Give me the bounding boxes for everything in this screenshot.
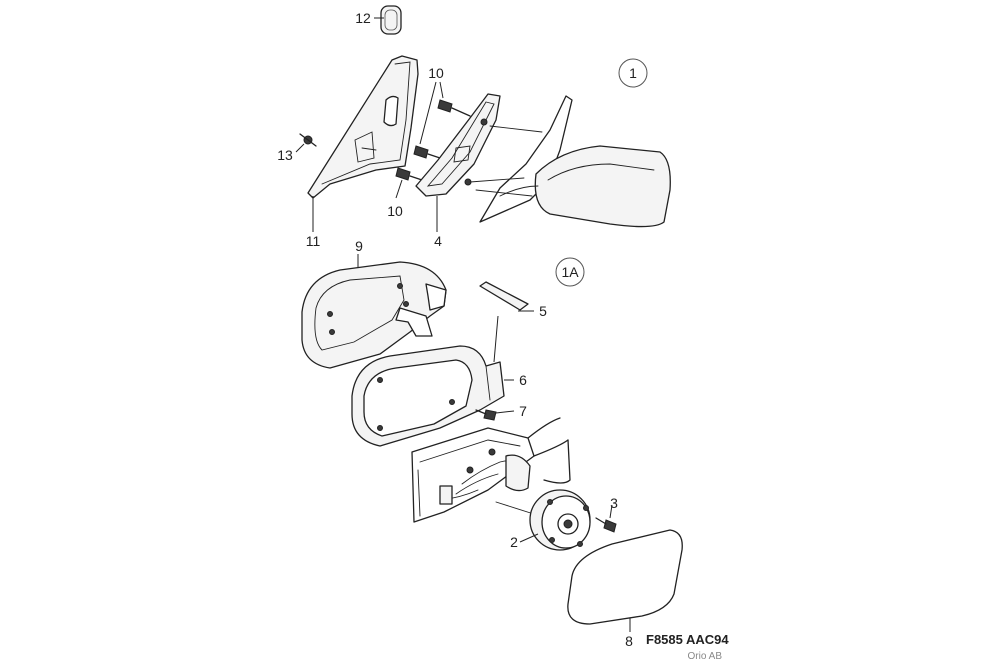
part-7-screw (475, 409, 497, 421)
figure-caption: F8585 AAC94 (646, 632, 729, 647)
callout-2: 2 (510, 534, 518, 550)
part-2-motor (529, 489, 591, 551)
callout-1: 1 (629, 65, 637, 81)
callout-10-bottom: 10 (387, 203, 403, 219)
part-13-screw (299, 133, 317, 147)
callout-7: 7 (519, 403, 527, 419)
credit-text: Orio AB (688, 651, 723, 662)
callout-6: 6 (519, 372, 527, 388)
callout-8: 8 (625, 633, 633, 649)
callout-1a-circle (555, 257, 585, 287)
callout-1a: 1A (561, 264, 579, 280)
leader-lines (295, 17, 631, 632)
assembly-1a (301, 261, 683, 625)
callout-12: 12 (355, 10, 371, 26)
callout-13: 13 (277, 147, 293, 163)
motor-bracket (411, 417, 571, 523)
callout-4: 4 (434, 233, 442, 249)
part-9-cover (301, 261, 447, 369)
part-6-frame (351, 345, 505, 447)
part-8-glass (567, 529, 683, 625)
part-1-mirror-housing (469, 95, 671, 228)
callout-10-top: 10 (428, 65, 444, 81)
callout-11: 11 (306, 233, 321, 249)
callout-9: 9 (355, 238, 363, 254)
part-11-trim (307, 55, 419, 199)
assembly-1 (299, 5, 671, 228)
part-4-gasket (415, 93, 501, 197)
callout-3: 3 (610, 495, 618, 511)
callout-labels: 1 1A 12 10 13 10 11 4 9 5 6 7 3 2 8 (277, 10, 648, 649)
part-3-screw (595, 517, 617, 533)
part-5-strip (479, 281, 529, 363)
part-12-cap (380, 5, 402, 35)
callout-1-circle (618, 58, 648, 88)
callout-5: 5 (539, 303, 547, 319)
